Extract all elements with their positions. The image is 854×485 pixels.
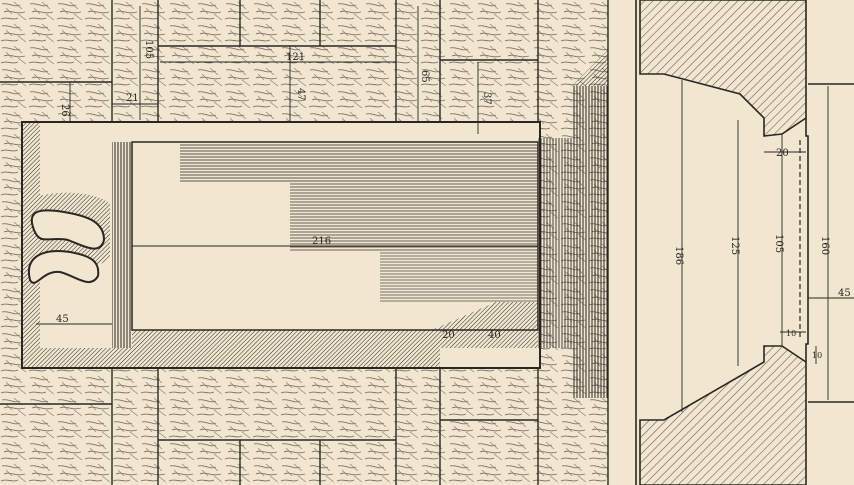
end-pillar: [572, 86, 608, 398]
dim-pier-small: 21: [126, 93, 139, 104]
end-pillar-cap: [572, 50, 608, 86]
section-view: [635, 0, 854, 485]
trough-shading-low: [380, 252, 538, 302]
dim-overall-height: 186: [673, 246, 684, 265]
trough-shading-top: [180, 142, 538, 182]
section-right-profile: [805, 118, 809, 362]
trough-left-wall: [112, 142, 132, 348]
dim-opening-height: 105: [773, 234, 784, 253]
channel-bottom-ledge: [40, 348, 440, 368]
dim-lower-step-b: 40: [488, 330, 501, 341]
trough-bottom-wall: [132, 330, 432, 348]
dim-bottom-step-b: 10: [812, 351, 822, 360]
dim-inner-height: 125: [729, 236, 740, 255]
plan-dimension-lines: [36, 6, 538, 325]
dim-end-recess: 45: [56, 314, 69, 325]
dim-pier-height: 105: [143, 40, 154, 59]
channel-left-recess: [22, 122, 40, 368]
drain-outlet: [27, 192, 110, 284]
dim-lower-step-a: 20: [442, 330, 455, 341]
dim-right-height: 160: [819, 236, 830, 255]
dim-lintel-length: 121: [286, 52, 305, 63]
dim-block-right: 65: [419, 70, 430, 83]
plan-view: [0, 0, 609, 485]
dim-lintel-height: 47: [295, 88, 306, 101]
dim-block-height-right: 37: [481, 92, 492, 105]
dim-bottom-step-a: 10: [786, 329, 796, 338]
dim-wall-top-left: 26: [59, 104, 70, 117]
section-upper-masonry: [639, 0, 807, 137]
section-dimension-lines: [681, 80, 854, 412]
section-lower-masonry: [639, 345, 807, 485]
dim-right-offset: 45: [838, 288, 851, 299]
trough-shading-mid: [290, 182, 538, 252]
end-block: [538, 138, 572, 348]
dim-step-top: 20: [776, 148, 789, 159]
trough-ramp: [432, 302, 538, 348]
dim-channel-length: 216: [312, 236, 331, 247]
